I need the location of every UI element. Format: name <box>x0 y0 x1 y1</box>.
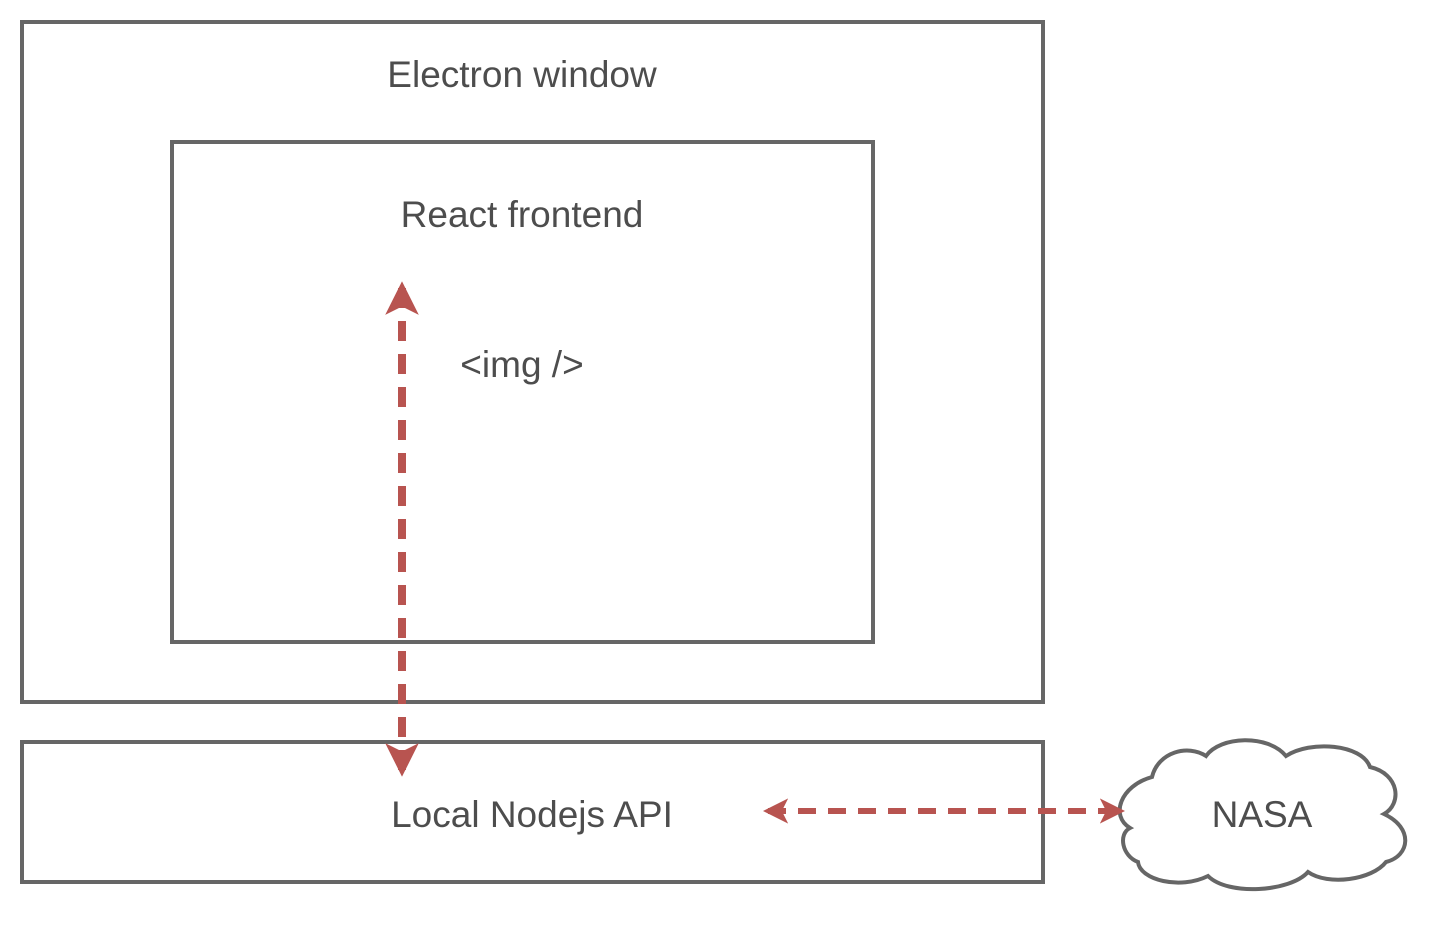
react-frontend-label: React frontend <box>401 194 644 235</box>
nasa-cloud-shape <box>1117 738 1408 892</box>
nasa-label: NASA <box>1212 794 1313 835</box>
electron-window-box <box>20 20 1045 704</box>
local-nodejs-api-label: Local Nodejs API <box>391 794 673 835</box>
electron-window-label: Electron window <box>387 54 657 95</box>
img-tag-label: <img /> <box>460 344 583 385</box>
react-frontend-box <box>170 140 875 644</box>
